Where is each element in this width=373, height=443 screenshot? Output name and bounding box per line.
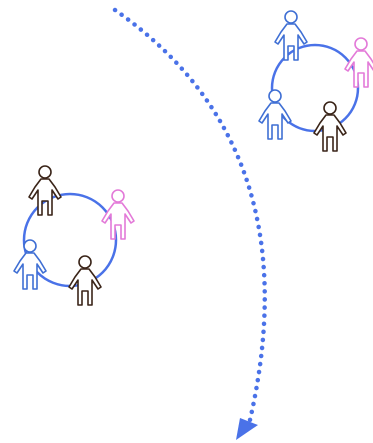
dotted-curved-arrow-icon bbox=[115, 10, 265, 440]
person-icon-left bbox=[259, 90, 291, 139]
person-icon-bottom bbox=[314, 102, 346, 151]
person-icon-right bbox=[345, 38, 373, 87]
arrow-shaft bbox=[115, 10, 265, 420]
person-icon-right bbox=[102, 190, 134, 239]
arrow-head bbox=[236, 418, 258, 440]
person-icon-bottom bbox=[69, 256, 101, 305]
group-before bbox=[14, 166, 134, 305]
group-after bbox=[259, 11, 373, 151]
person-icon-top bbox=[29, 166, 61, 215]
person-icon-left bbox=[14, 240, 46, 289]
